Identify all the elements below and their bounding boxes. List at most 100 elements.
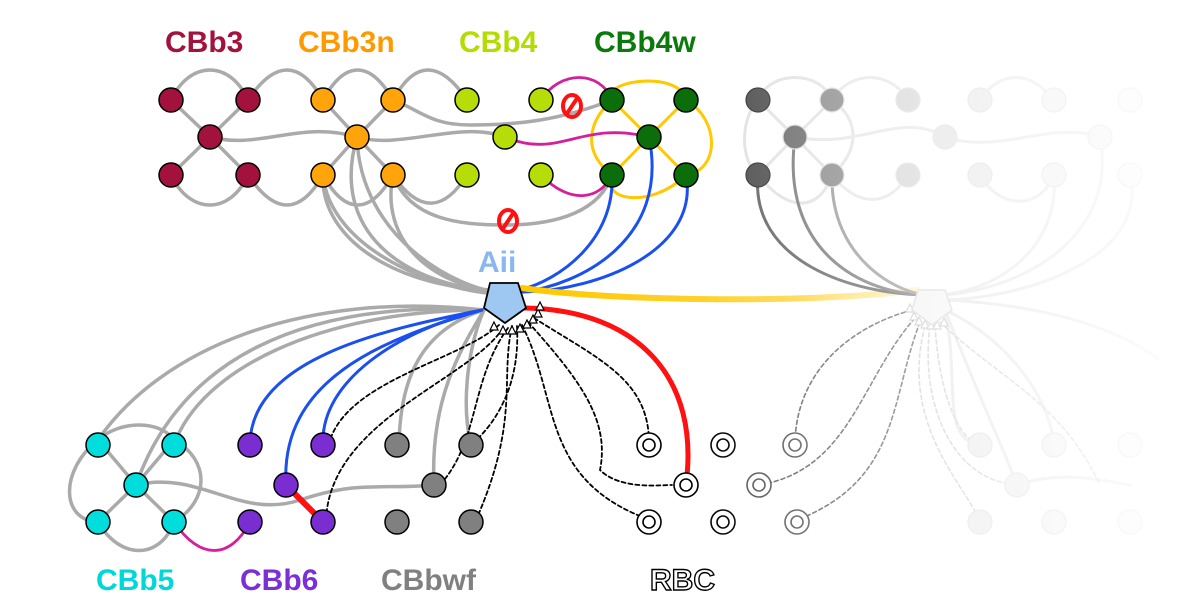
- cell-node-cbb3: [235, 87, 261, 113]
- cell-node-cbb5: [85, 432, 111, 458]
- blocked-slash: [564, 95, 580, 117]
- cell-node-cbbwf: [458, 432, 484, 458]
- arrowhead-icon: [533, 307, 543, 318]
- cell-node-cbb4w: [673, 162, 699, 188]
- aii-cbb6-edge: [248, 308, 484, 447]
- cell-node-cbbwf: [421, 472, 447, 498]
- chemical-synapse-edge: [325, 327, 504, 521]
- label-cbb3n: CBb3n: [298, 26, 395, 59]
- gap-junction-edge: [431, 308, 486, 487]
- blocked-ring: [561, 93, 583, 119]
- cell-node-cbb4w: [673, 87, 699, 113]
- gap-junction-edge: [391, 173, 614, 227]
- cell-node-cbb3n: [310, 162, 336, 188]
- label-cbb6: CBb6: [240, 564, 318, 597]
- cell-node-cbb3: [235, 162, 261, 188]
- cbb4-cbb4w-edge: [503, 131, 651, 146]
- cell-node-cbb5: [85, 509, 111, 535]
- cell-node-cbb6: [310, 432, 336, 458]
- cell-node-cbb3n: [380, 162, 406, 188]
- cell-node-cbb3: [197, 124, 223, 150]
- chemical-synapse-edge: [533, 317, 650, 446]
- chemical-synapse-edge: [521, 324, 651, 521]
- cell-node-cbb3: [158, 162, 184, 188]
- label-aii: Aii: [478, 246, 516, 279]
- blocked-slash: [500, 210, 516, 232]
- label-cbb4: CBb4: [459, 26, 538, 59]
- arrowhead-icon: [535, 300, 545, 311]
- arrowhead-icon: [515, 322, 525, 333]
- aii-hub-node: [482, 282, 528, 325]
- cell-node-rbc-inner: [679, 478, 693, 492]
- gap-junction-edge: [246, 173, 325, 207]
- label-cbb5: CBb5: [96, 564, 174, 597]
- blocked-markers: [497, 93, 583, 234]
- cell-node-cbb4w: [636, 124, 662, 150]
- gap-junction-edge: [172, 308, 486, 447]
- gap-junction-edge: [246, 68, 325, 102]
- blocked-icon: [497, 208, 519, 234]
- chemical-synapse-edge: [329, 324, 500, 441]
- chemical-synapse-edge: [470, 325, 519, 446]
- rbc-aii-edge: [522, 305, 691, 487]
- cell-node-cbbwf: [384, 509, 410, 535]
- gap-junction-edge: [355, 129, 507, 143]
- chemical-synapse-edge: [527, 321, 673, 487]
- gap-junction-edge: [321, 68, 395, 102]
- chemical-synapse-edge: [475, 325, 513, 521]
- gap-junction-edge: [349, 135, 502, 294]
- chemical-synapse-edge: [439, 327, 509, 486]
- gap-junction-edge: [208, 129, 359, 143]
- arrowhead-icon: [489, 320, 499, 331]
- label-cbb3: CBb3: [165, 26, 243, 59]
- gap-junction-edge: [169, 68, 250, 102]
- cell-node-cbb4w: [599, 162, 625, 188]
- gap-junction-edge: [96, 304, 486, 442]
- cell-node-cbb4: [454, 162, 480, 188]
- gap-junction-edge: [321, 173, 502, 296]
- cell-node-rbc-inner: [642, 515, 656, 529]
- cell-node-cbb6: [237, 432, 263, 458]
- synapse-arrowheads: [489, 300, 545, 335]
- blocked-ring: [497, 208, 519, 234]
- cell-node-cbb5: [123, 472, 149, 498]
- cell-node-rbc-inner: [642, 438, 656, 452]
- cell-node-cbb3: [158, 87, 184, 113]
- gap-junction-edge: [391, 98, 614, 127]
- label-cbb4w: CBb4w: [594, 26, 696, 59]
- chemical-synapse-edges: [325, 317, 673, 521]
- arrowhead-icon: [528, 313, 538, 324]
- cell-node-cbb4: [454, 87, 480, 113]
- cell-node-cbb3n: [344, 124, 370, 150]
- gap-junction-edge: [134, 307, 486, 487]
- aii-cbb6-edge: [321, 308, 484, 447]
- aii-cbb4w-edge: [518, 173, 614, 292]
- cell-node-cbbwf: [458, 509, 484, 535]
- cell-node-cbb6: [310, 509, 336, 535]
- cell-node-cbb6: [237, 509, 263, 535]
- gap-junction-edge: [397, 308, 486, 447]
- cell-node-cbb4: [528, 87, 554, 113]
- blocked-icon: [561, 93, 583, 119]
- gap-junction-edge: [464, 308, 486, 447]
- cell-node-cbb4: [492, 124, 518, 150]
- cell-node-cbbwf: [384, 432, 410, 458]
- aii-cbb4w-edge: [520, 135, 654, 294]
- arrowhead-icon: [507, 324, 517, 335]
- cell-node-cbb3n: [380, 87, 406, 113]
- cell-node-cbb4w: [599, 87, 625, 113]
- gap-junction-edge: [169, 173, 250, 207]
- cell-node-cbb5: [161, 432, 187, 458]
- gap-junction-edge: [355, 135, 502, 294]
- gap-junction-edge: [321, 173, 395, 207]
- cell-node-cbb5: [161, 509, 187, 535]
- arrowhead-icon: [498, 324, 508, 335]
- arrowhead-icon: [522, 318, 532, 329]
- cell-node-cbb4: [528, 162, 554, 188]
- fade-overlay: [700, 0, 1200, 612]
- gap-junction-edge: [391, 68, 469, 102]
- cell-node-cbb3n: [310, 87, 336, 113]
- aii-hub: [482, 282, 528, 325]
- cell-node-cbb6: [273, 472, 299, 498]
